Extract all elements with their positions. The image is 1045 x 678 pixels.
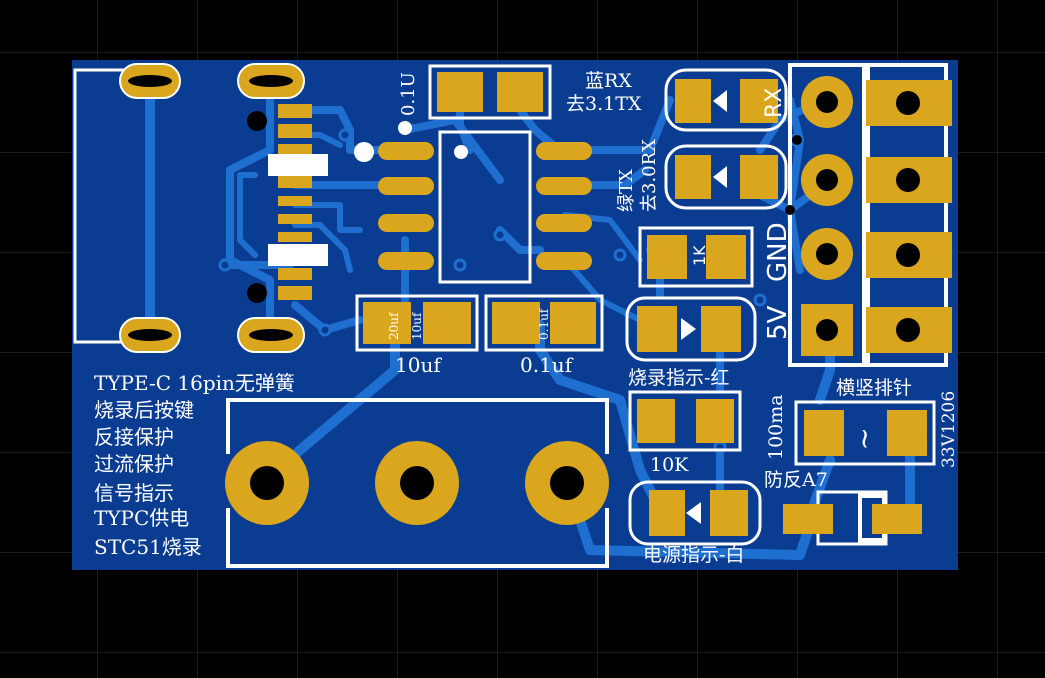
capacitor-pad[interactable] — [423, 302, 471, 344]
pin1-marker — [398, 121, 412, 135]
capacitor-outline — [484, 294, 604, 352]
fuse-pad[interactable] — [804, 410, 844, 456]
fuse-outline — [794, 400, 936, 466]
resistor-pad[interactable] — [637, 399, 675, 443]
label-c10-small: 10uf — [410, 311, 424, 340]
note-line: STC51烧录 — [94, 535, 202, 559]
label-blue-rx: 蓝RX — [585, 70, 632, 92]
resistor-pad[interactable] — [706, 235, 746, 279]
terminal-block-outline — [226, 398, 609, 454]
terminal-block-outline — [226, 508, 609, 568]
label-c-top: 0.1U — [398, 72, 419, 116]
led-polarity-arrow — [686, 502, 701, 524]
resistor-outline — [628, 390, 742, 452]
capacitor-outline — [355, 294, 479, 352]
led-rx-outline — [664, 68, 788, 132]
label-diode: 防反A7 — [764, 469, 828, 491]
label-33v: 33V1206 — [939, 391, 959, 468]
capacitor-pad[interactable] — [497, 72, 543, 112]
resistor-pad[interactable] — [696, 399, 734, 443]
resistor-pad[interactable] — [647, 235, 687, 279]
label-r-1k: 1K — [690, 245, 709, 266]
capacitor-pad[interactable] — [437, 72, 483, 112]
ic-pin1-marker — [354, 142, 374, 162]
usb-c-silk-mark — [268, 244, 328, 266]
label-c20: 20uf — [387, 311, 401, 340]
ic-pads-right[interactable] — [536, 142, 592, 270]
usb-c-hole — [247, 111, 267, 131]
label-header: 横竖排针 — [836, 377, 912, 399]
usb-c-signal-pads[interactable] — [278, 104, 312, 300]
fuse-pad[interactable] — [887, 410, 927, 456]
label-led-prog: 烧录指示-红 — [628, 367, 729, 389]
led-rx-pad[interactable] — [740, 79, 778, 123]
usb-c-shell-pads[interactable] — [119, 63, 305, 353]
led-prog-outline — [625, 296, 757, 362]
led-polarity-arrow — [713, 90, 727, 112]
led-polarity-arrow — [681, 318, 696, 340]
pin-header-horizontal — [866, 63, 948, 367]
ic-pads-left[interactable] — [378, 142, 434, 270]
terminal-block-pads[interactable] — [225, 441, 609, 525]
capacitor-pad[interactable] — [492, 302, 540, 344]
ic-pin1-dot — [454, 145, 468, 159]
led-power-pad[interactable] — [710, 490, 748, 536]
diode-pad[interactable] — [783, 504, 833, 534]
label-led-power: 电源指示-白 — [643, 544, 744, 566]
led-tx-pad[interactable] — [740, 155, 778, 199]
ic-outline — [438, 130, 532, 284]
usb-c-hole — [247, 283, 267, 303]
resistor-outline — [638, 226, 754, 288]
vias — [218, 128, 802, 454]
note-line: TYPC供电 — [94, 506, 189, 530]
led-rx-pad[interactable] — [675, 79, 711, 123]
usb-c-silk-mark — [268, 154, 328, 176]
note-line: 信号指示 — [94, 481, 174, 505]
led-power-pad[interactable] — [649, 490, 685, 536]
note-line: 烧录后按键 — [94, 398, 194, 422]
note-line: TYPE-C 16pin无弹簧 — [94, 371, 295, 395]
capacitor-outline — [428, 64, 552, 120]
capacitor-pad[interactable] — [550, 302, 596, 344]
label-rx: RX — [762, 88, 787, 118]
led-prog-pad[interactable] — [701, 306, 741, 352]
label-r-10k: 10K — [650, 454, 689, 476]
label-c01: 0.1uf — [520, 353, 574, 377]
led-tx-outline — [664, 144, 788, 210]
label-100ma: 100ma — [765, 394, 787, 460]
notes-block: TYPE-C 16pin无弹簧 烧录后按键 反接保护 过流保护 信号指示 TYP… — [94, 371, 295, 559]
led-polarity-arrow — [713, 166, 727, 188]
label-c01-small: 0.1uf — [537, 307, 551, 340]
header-mark — [792, 135, 802, 145]
usb-c-outline — [73, 68, 160, 344]
note-line: 过流保护 — [94, 452, 174, 476]
header-mark — [785, 205, 795, 215]
note-line: 反接保护 — [94, 425, 174, 449]
led-tx-pad[interactable] — [675, 155, 711, 199]
label-to-31tx: 去3.1TX — [566, 93, 642, 115]
led-prog-pad[interactable] — [637, 306, 677, 352]
header-pins-rect[interactable] — [866, 80, 952, 353]
diode-pad[interactable] — [872, 504, 922, 534]
label-c10: 10uf — [395, 353, 442, 377]
led-power-outline — [628, 480, 762, 546]
label-to-30rx: 去3.0RX — [639, 139, 660, 212]
header-pins-round[interactable] — [801, 76, 853, 356]
label-green-tx: 绿TX — [616, 169, 637, 212]
capacitor-pad[interactable] — [363, 302, 411, 344]
label-tilde: ~ — [849, 427, 882, 450]
